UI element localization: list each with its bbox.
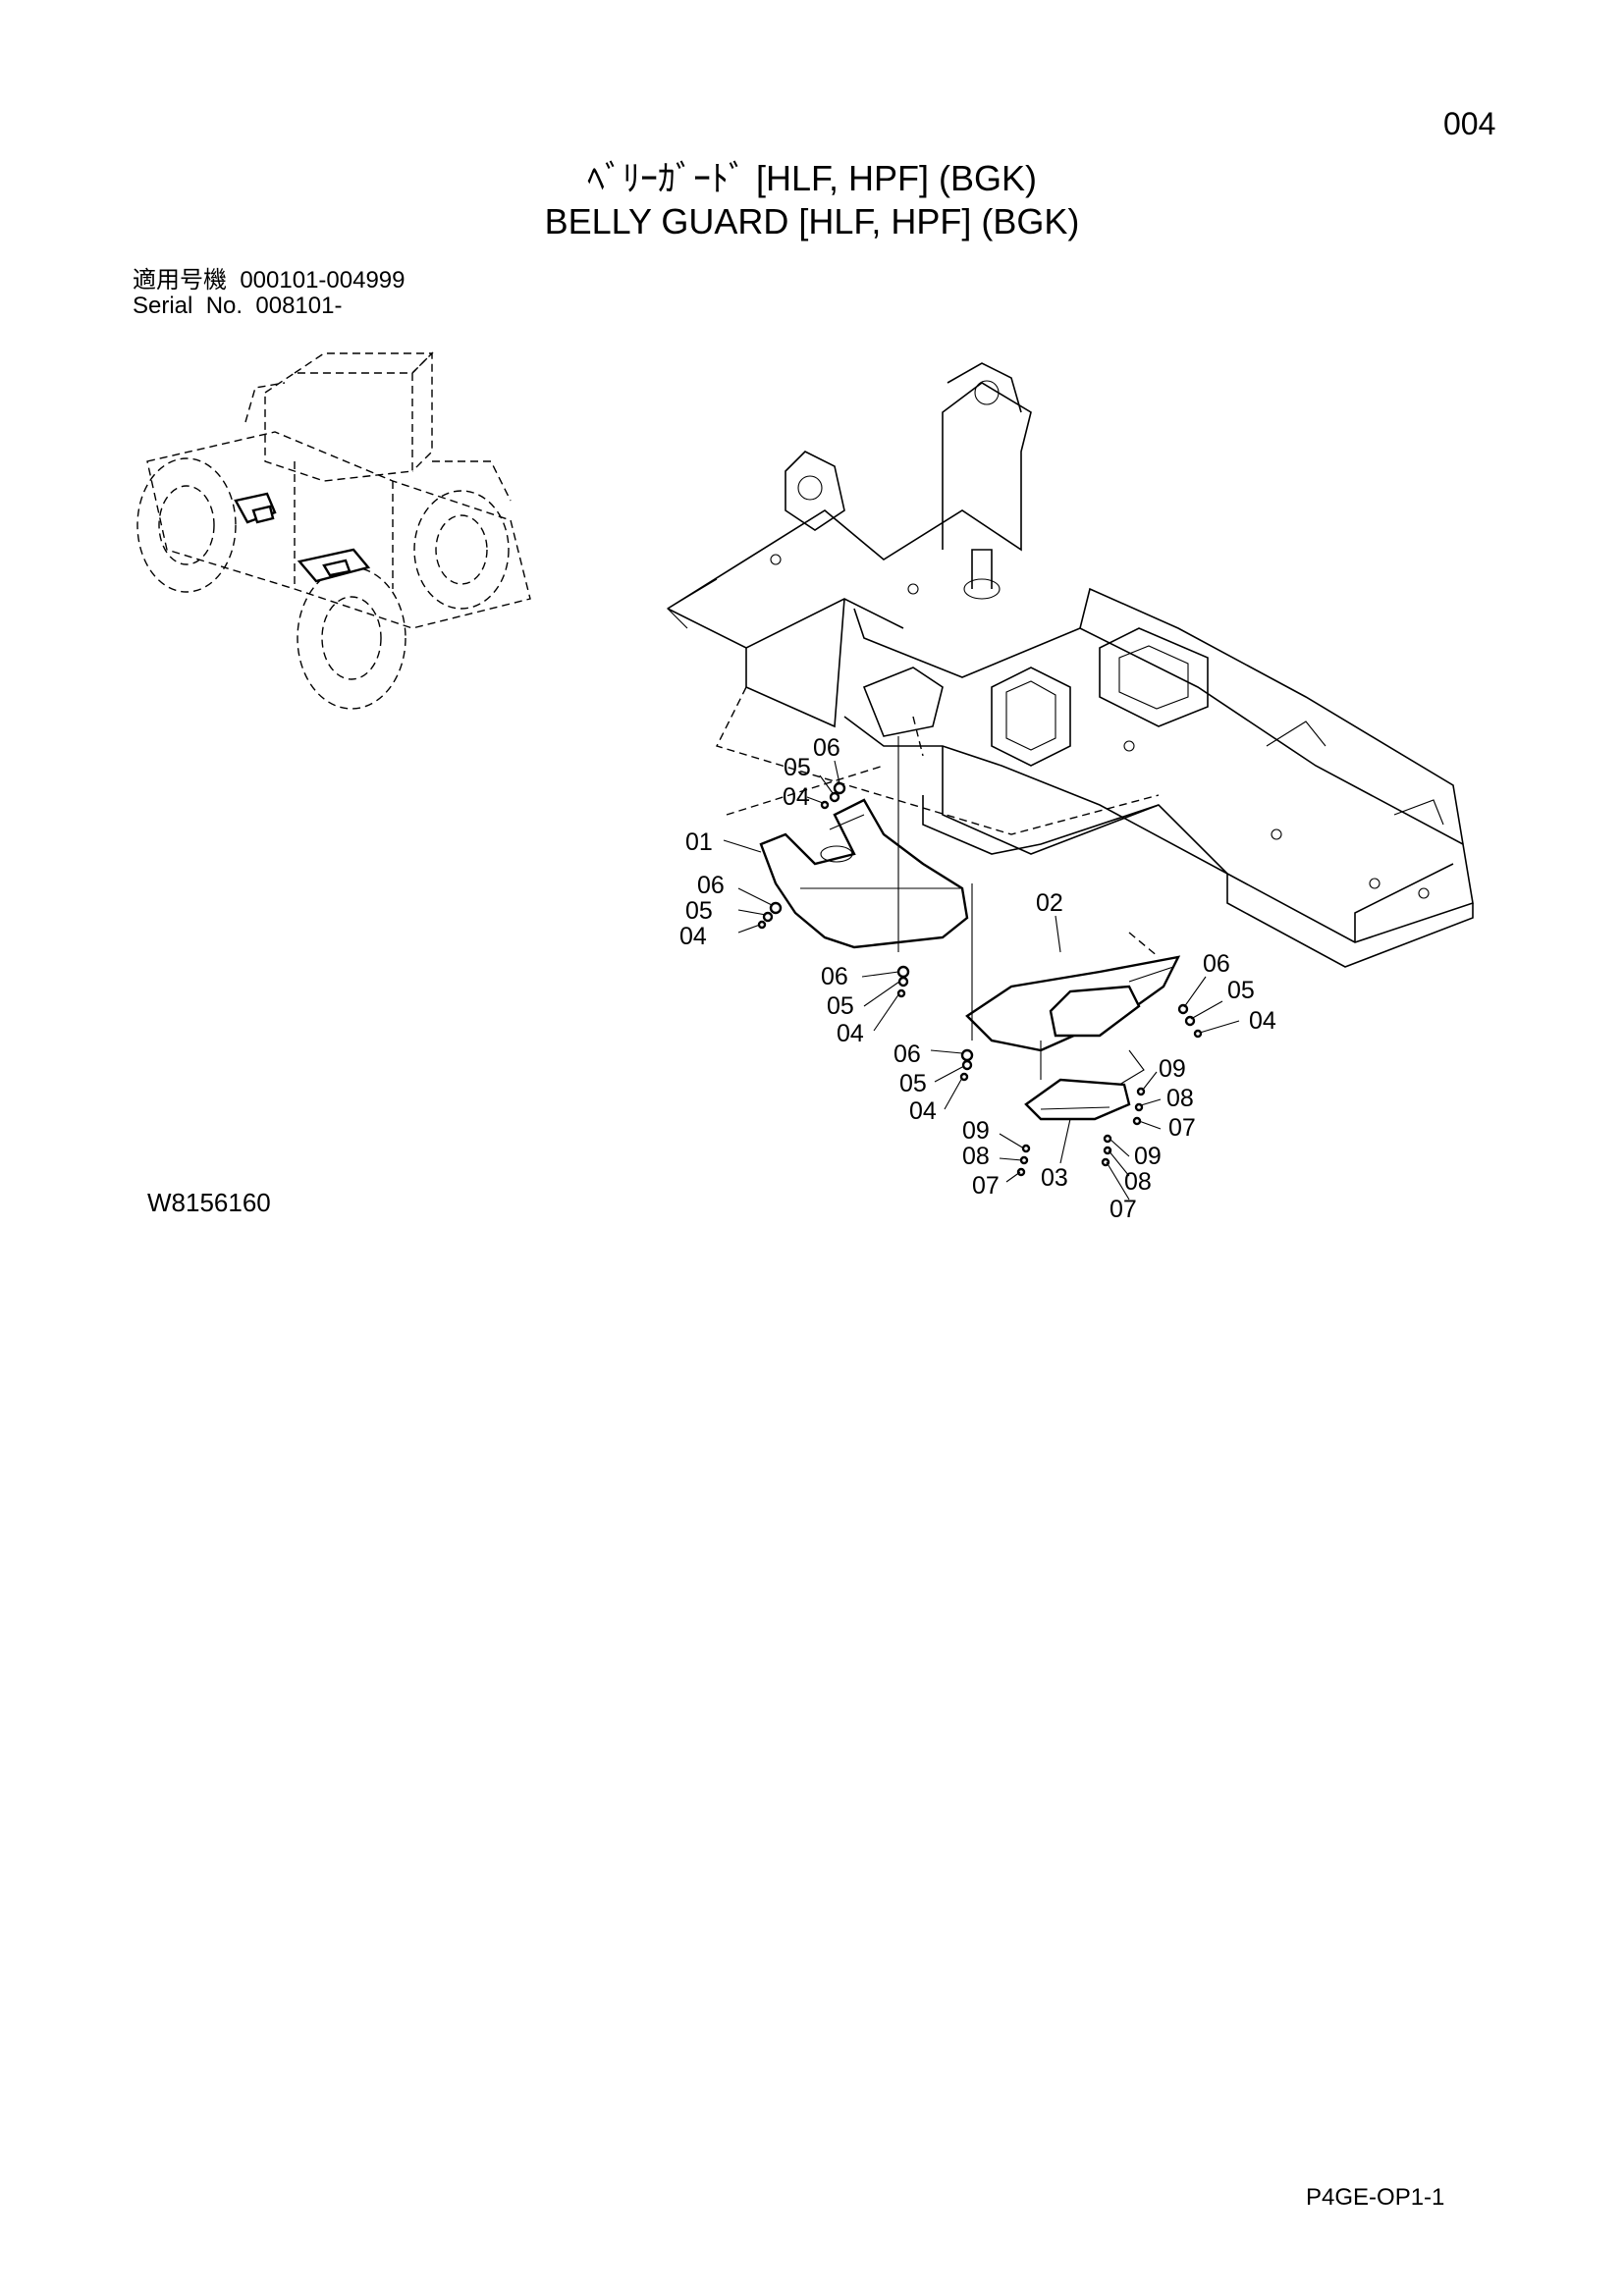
machine-locator-thumbnail — [136, 351, 531, 710]
title-japanese: ﾍﾞﾘｰｶﾞｰﾄﾞ [HLF, HPF] (BGK) — [586, 158, 1038, 198]
callout-06: 06 — [697, 872, 725, 899]
callout-07: 07 — [1110, 1196, 1137, 1223]
callout-04: 04 — [783, 783, 810, 811]
callout-08: 08 — [962, 1143, 990, 1170]
callout-06: 06 — [893, 1041, 921, 1068]
title-english: BELLY GUARD [HLF, HPF] (BGK) — [544, 201, 1080, 241]
callout-05: 05 — [1227, 977, 1255, 1004]
belly-guard-plate-01 — [759, 798, 969, 949]
connection-lines — [726, 736, 1160, 1086]
callout-02: 02 — [1036, 889, 1063, 917]
callout-07: 07 — [1168, 1114, 1196, 1142]
vehicle-frame — [667, 362, 1474, 968]
callout-05: 05 — [827, 992, 854, 1020]
callout-05: 05 — [685, 897, 713, 925]
sheet-code: P4GE-OP1-1 — [1306, 2184, 1445, 2211]
serial-range-english: Serial No. 008101- — [133, 293, 343, 319]
leader-lines — [723, 760, 1240, 1201]
callout-05: 05 — [899, 1070, 927, 1097]
drawing-code: W8156160 — [147, 1188, 271, 1217]
callout-07: 07 — [972, 1172, 1000, 1200]
callout-08: 08 — [1124, 1168, 1152, 1196]
callout-09: 09 — [1134, 1143, 1162, 1170]
callout-04: 04 — [1249, 1007, 1276, 1035]
callout-05: 05 — [784, 754, 811, 781]
callout-01: 01 — [685, 828, 713, 856]
callout-09: 09 — [962, 1117, 990, 1145]
callout-08: 08 — [1166, 1085, 1194, 1112]
belly-guard-plate-02 — [965, 955, 1181, 1052]
callout-06: 06 — [1203, 950, 1230, 978]
callout-labels: 01 02 03 06 05 04 06 05 04 06 05 04 06 0… — [679, 734, 1276, 1223]
callout-04: 04 — [679, 923, 707, 950]
callout-06: 06 — [813, 734, 840, 762]
page-number: 004 — [1443, 106, 1496, 141]
callout-06: 06 — [821, 963, 848, 990]
callout-03: 03 — [1041, 1164, 1068, 1192]
fasteners — [757, 781, 1203, 1177]
callout-09: 09 — [1159, 1055, 1186, 1083]
callout-04: 04 — [837, 1020, 864, 1047]
serial-range-japanese: 適用号機 000101-004999 — [133, 267, 406, 294]
callout-04: 04 — [909, 1097, 937, 1125]
belly-guard-plate-03 — [1024, 1078, 1131, 1121]
